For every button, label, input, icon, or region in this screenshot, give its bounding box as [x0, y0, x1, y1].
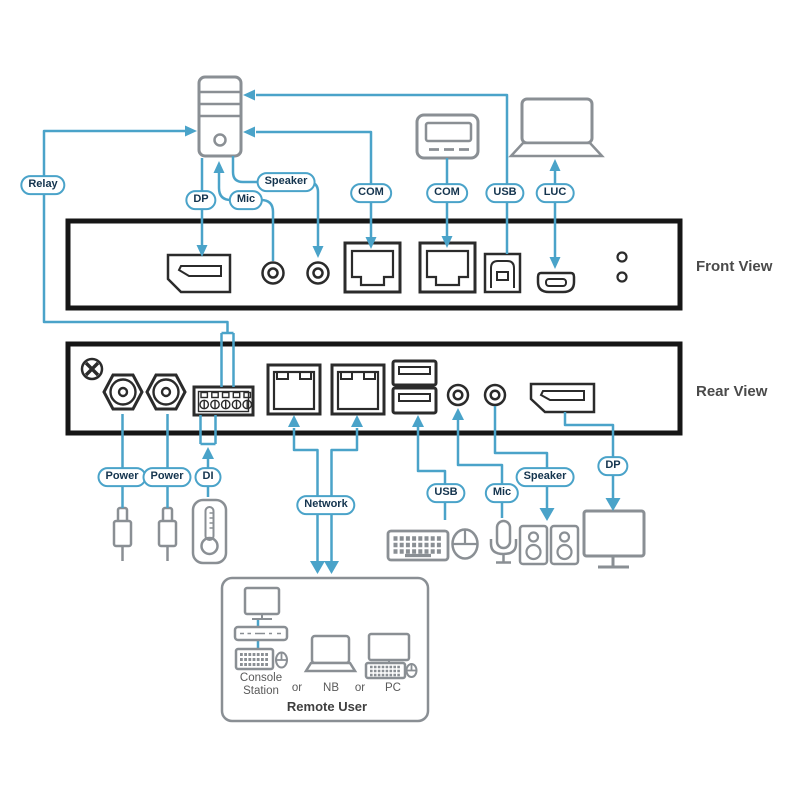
displayport-rear-port: [529, 382, 596, 414]
pc-label: PC: [385, 682, 401, 694]
dc-power-jack-2: [145, 373, 187, 411]
speakers-icon: [518, 524, 580, 566]
lan2-rj45-port: [330, 363, 386, 416]
or-label-2: or: [354, 682, 366, 694]
usb-front-label: USB: [485, 183, 525, 203]
power-plug-icon-1: [112, 506, 133, 561]
mic-front-label: Mic: [228, 190, 264, 210]
network-label: Network: [296, 495, 356, 515]
front-view-label: Front View: [696, 258, 773, 275]
com2-rj45-port: [418, 241, 477, 294]
front-led-indicators: [616, 251, 628, 283]
remote-user-box: [220, 576, 430, 723]
mic-jack-rear: [446, 383, 470, 407]
console-station-icon: [233, 586, 289, 671]
com2-label: COM: [426, 183, 468, 203]
usb-rear-label: USB: [426, 483, 466, 503]
dc-power-jack-1: [102, 373, 144, 411]
power2-label: Power: [142, 467, 192, 487]
power-connection-lines: [121, 414, 169, 508]
speaker-front-label: Speaker: [256, 172, 316, 192]
serial-console-device-icon: [415, 113, 480, 160]
nb-laptop-icon: [303, 634, 358, 673]
speaker-jack-front: [306, 261, 330, 285]
terminal-block: [192, 385, 255, 417]
grounding-screw: [80, 357, 104, 381]
com1-rj45-port: [343, 241, 402, 294]
keyboard-icon: [386, 529, 450, 562]
relay-label: Relay: [20, 175, 66, 195]
mini-usb-port: [536, 271, 576, 294]
displayport-front-port: [166, 253, 232, 294]
mic-rear-label: Mic: [484, 483, 520, 503]
console-station-label: Console Station: [239, 672, 283, 698]
dual-usb-a-ports: [391, 359, 438, 415]
power-plug-icon-2: [157, 506, 178, 561]
tower-pc-icon: [197, 75, 243, 158]
mic-jack-front: [261, 261, 285, 285]
pc-icon: [364, 632, 418, 680]
remote-user-title: Remote User: [286, 699, 368, 714]
nb-label: NB: [323, 682, 339, 694]
mouse-icon: [451, 528, 479, 560]
rear-view-label: Rear View: [696, 383, 768, 400]
speaker-jack-rear: [483, 383, 507, 407]
speaker-rear-label: Speaker: [515, 467, 575, 487]
di-label: DI: [194, 467, 222, 487]
thermometer-sensor-icon: [191, 498, 228, 565]
luc-label: LUC: [535, 183, 575, 203]
dp-rear-label: DP: [597, 456, 629, 476]
power1-label: Power: [97, 467, 147, 487]
relay-connection-line: [42, 125, 235, 387]
laptop-icon: [508, 97, 605, 158]
or-label-1: or: [291, 682, 303, 694]
microphone-icon: [489, 519, 518, 564]
dp-front-label: DP: [185, 190, 217, 210]
com1-label: COM: [350, 183, 392, 203]
lan1-rj45-port: [266, 363, 322, 416]
monitor-icon: [582, 509, 646, 569]
usb-b-port: [483, 252, 522, 294]
